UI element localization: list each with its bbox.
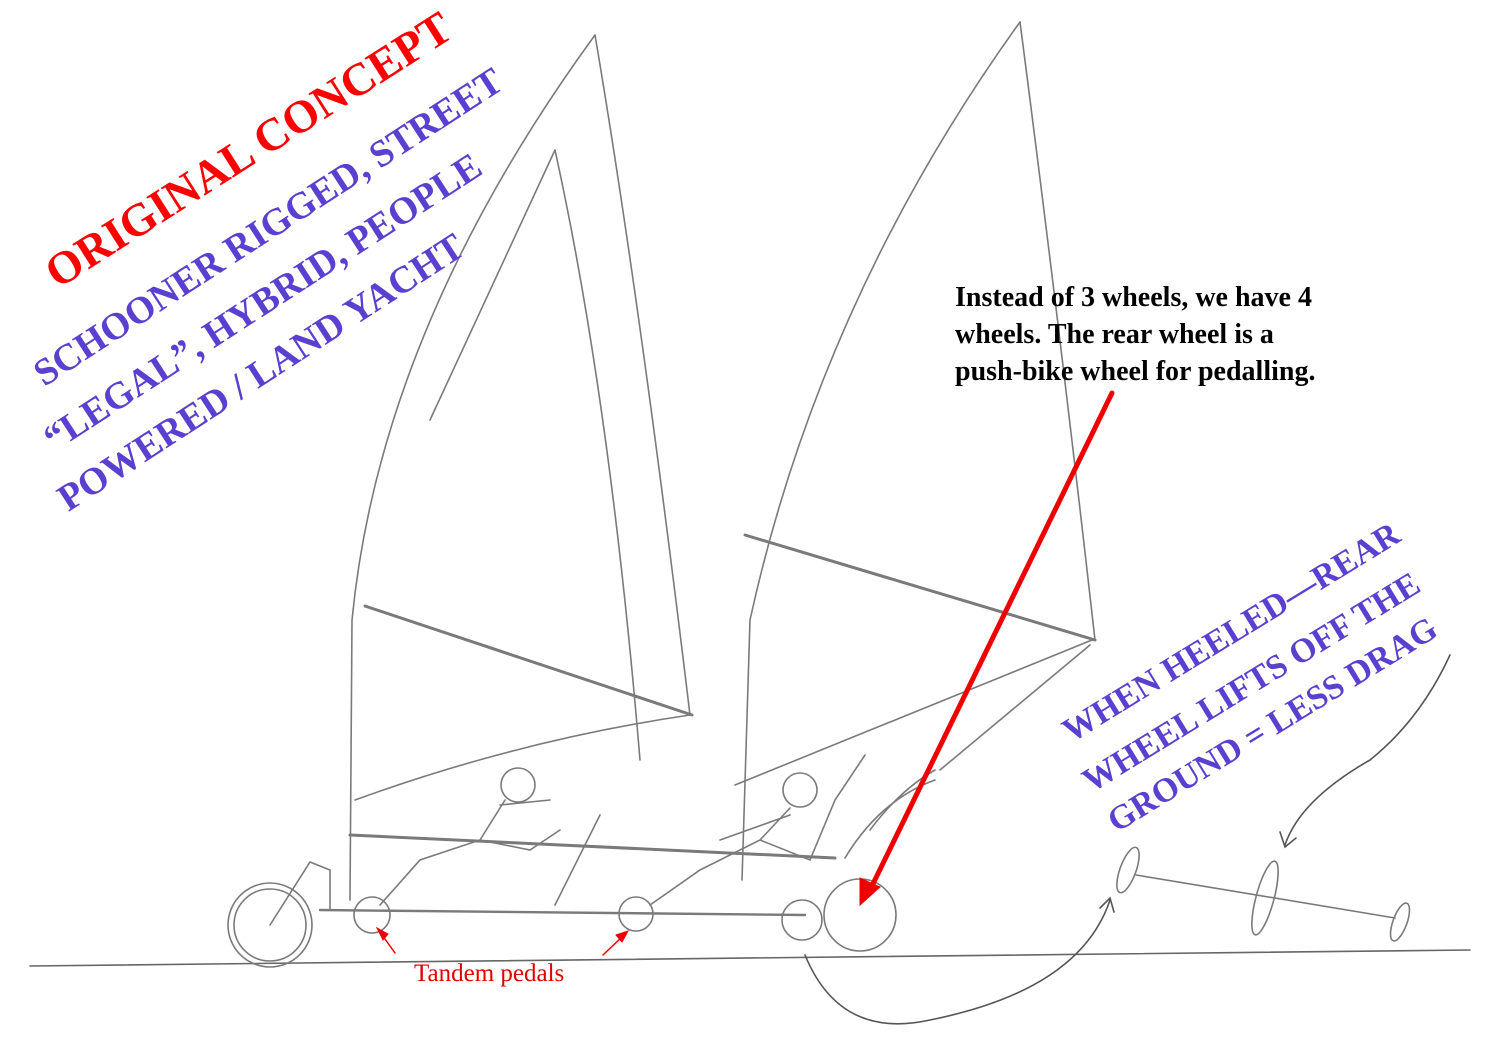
rider-rear-head xyxy=(782,772,818,808)
annotation-arrow-line xyxy=(867,390,1115,893)
note-line-3: push-bike wheel for pedalling. xyxy=(955,356,1316,387)
tiller xyxy=(554,814,601,906)
tandem-pedals-label: Tandem pedals xyxy=(414,960,565,987)
rear-sail-leech xyxy=(1019,21,1096,641)
rear-mast xyxy=(741,21,1021,881)
curved-arrow-heel xyxy=(1279,654,1451,849)
rear-small-wheel xyxy=(781,899,823,941)
front-jib xyxy=(429,149,641,761)
annotation-arrow-head xyxy=(859,877,881,907)
pedal-front xyxy=(353,896,391,934)
front-boom xyxy=(363,604,694,717)
front-sail-foot xyxy=(354,714,691,801)
front-sail-leech xyxy=(594,34,691,716)
lower-frame xyxy=(318,908,807,917)
rider-front-head xyxy=(500,767,536,803)
lifted-wheel xyxy=(1116,846,1140,894)
curved-arrow-rear xyxy=(804,896,1115,1025)
front-wheel xyxy=(227,882,313,968)
wheel-annotation: Instead of 3 wheels, we have 4 wheels. T… xyxy=(955,279,1315,390)
ground-line xyxy=(29,949,1471,967)
note-line-2: wheels. The rear wheel is a xyxy=(955,319,1274,350)
note-line-1: Instead of 3 wheels, we have 4 xyxy=(955,282,1312,313)
front-fork xyxy=(269,861,331,926)
rear-sail-foot xyxy=(734,639,1093,786)
upper-frame xyxy=(348,833,837,860)
rear-boom xyxy=(743,533,1097,642)
sheet xyxy=(869,644,1091,831)
pedal-rear xyxy=(618,896,654,932)
front-mast xyxy=(349,34,596,901)
